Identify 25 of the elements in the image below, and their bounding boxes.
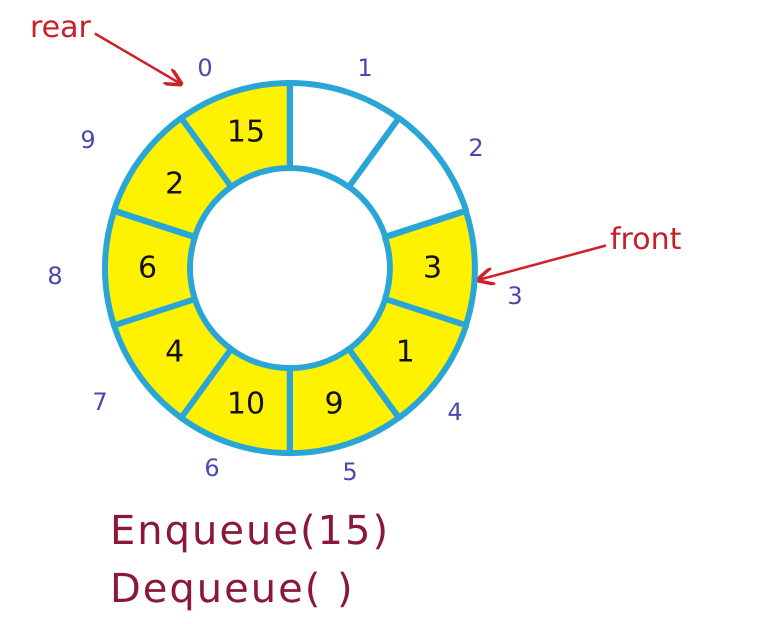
index-label: 2 [468,134,484,162]
queue-value: 2 [165,166,184,202]
queue-value: 4 [165,334,184,370]
pointer-label: rear [30,10,91,45]
index-label: 0 [197,54,213,82]
queue-slot [287,80,402,190]
queue-value: 6 [138,250,158,286]
queue-value: 3 [422,250,442,286]
index-label: 7 [92,388,108,416]
pointer-arrow [94,32,184,87]
index-label: 3 [507,282,523,310]
queue-value: 1 [396,334,415,370]
index-label: 8 [47,262,63,290]
index-label: 6 [204,454,220,482]
index-label: 5 [342,458,358,486]
index-label: 1 [357,54,373,82]
operation-text: Dequeue( ) [110,566,355,612]
queue-value: 10 [226,386,266,421]
pointer-label: front [610,222,682,257]
index-label: 9 [80,126,96,154]
queue-value: 9 [324,386,344,421]
index-label: 4 [447,398,463,426]
queue-slot [346,296,469,421]
operation-text: Enqueue(15) [110,508,390,554]
queue-value: 15 [226,114,266,150]
